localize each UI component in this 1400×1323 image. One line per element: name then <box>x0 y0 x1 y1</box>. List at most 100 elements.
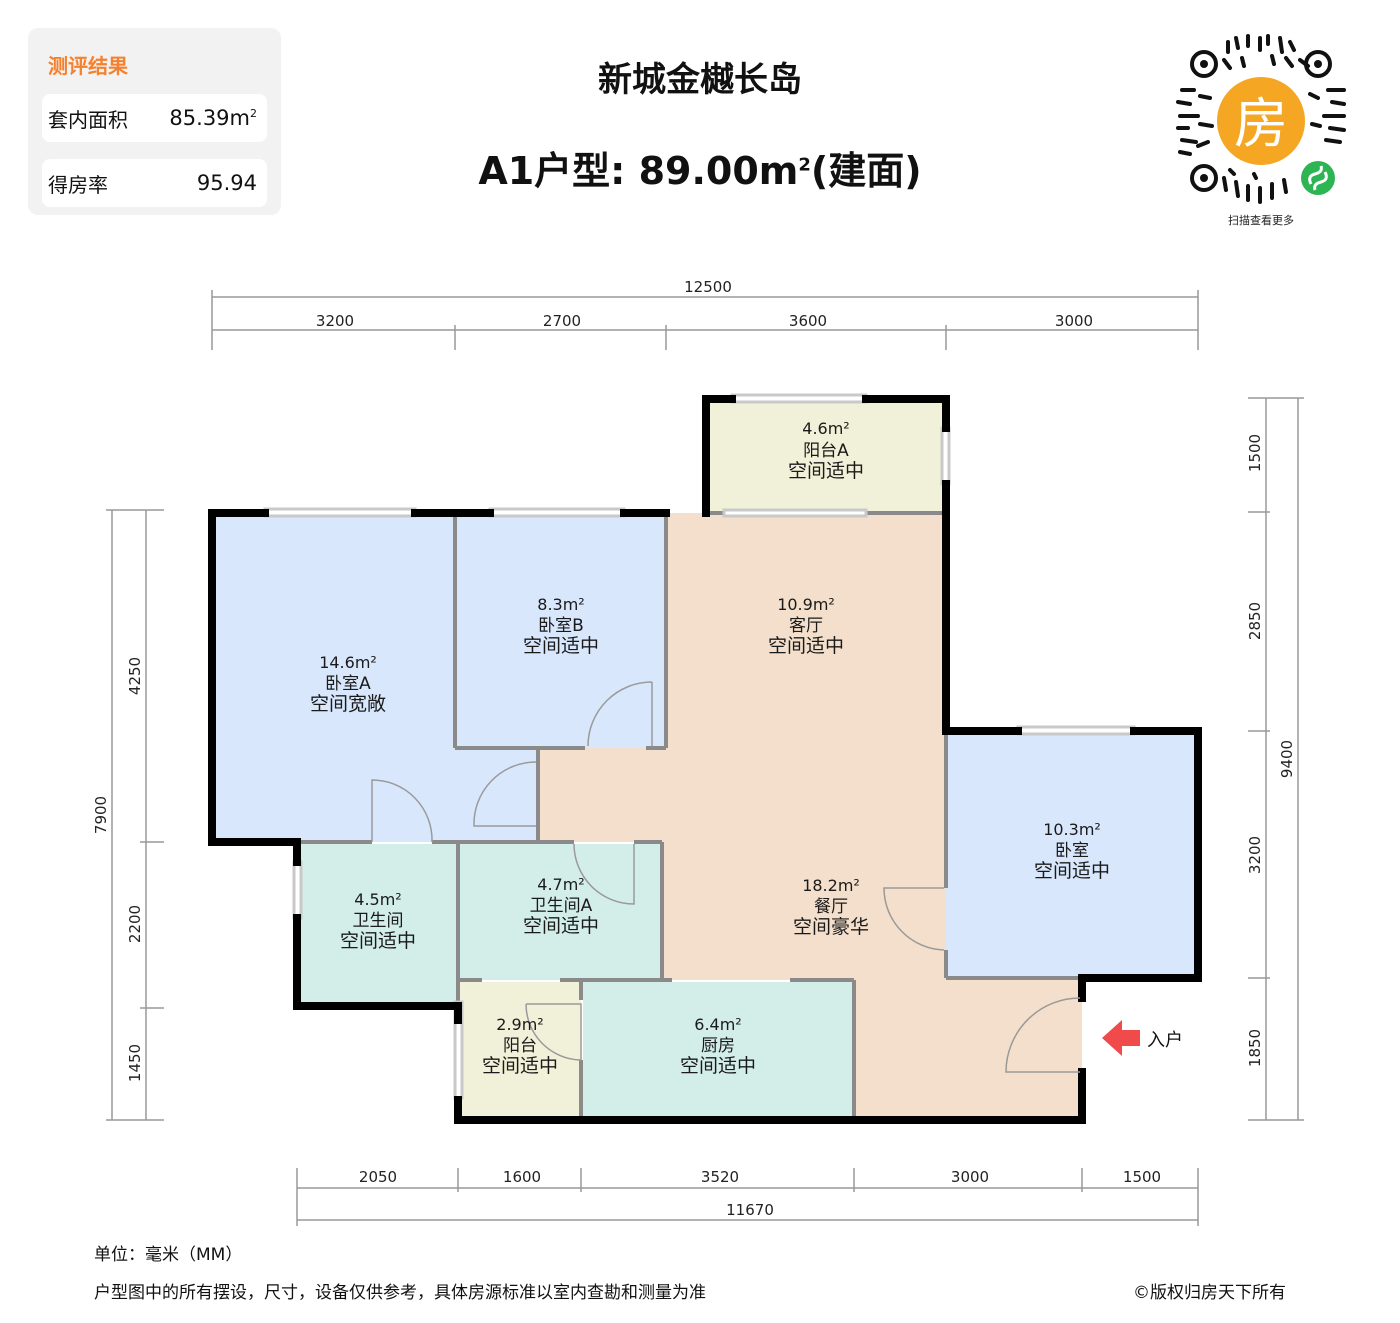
exterior-walls <box>208 395 1202 1124</box>
dim-right-0: 1500 <box>1246 434 1264 472</box>
dim-left-total: 7900 <box>92 796 110 834</box>
dim-right-2: 3200 <box>1246 836 1264 874</box>
label-living-room: 10.9m² 客厅 空间适中 <box>768 595 844 657</box>
door-entry[interactable] <box>1005 997 1081 1073</box>
dim-bottom-total: 11670 <box>726 1201 774 1219</box>
svg-text:空间适中: 空间适中 <box>523 635 599 657</box>
svg-text:空间豪华: 空间豪华 <box>793 916 869 938</box>
label-balcony-a: 4.6m² 阳台A 空间适中 <box>788 419 864 482</box>
label-bathroom-a: 4.7m² 卫生间A 空间适中 <box>523 875 599 937</box>
svg-text:阳台: 阳台 <box>503 1036 537 1056</box>
door-bedroom-b[interactable] <box>587 681 653 747</box>
top-dimensions <box>211 290 1199 350</box>
dim-bottom-4: 1500 <box>1123 1168 1161 1186</box>
dim-bottom-2: 3520 <box>701 1168 739 1186</box>
dim-left-0: 4250 <box>126 657 144 695</box>
svg-text:18.2m²: 18.2m² <box>802 876 860 895</box>
label-dining-room: 18.2m² 餐厅 空间豪华 <box>793 876 869 938</box>
svg-text:空间适中: 空间适中 <box>768 635 844 657</box>
window <box>488 507 626 518</box>
svg-text:8.3m²: 8.3m² <box>537 595 584 614</box>
room-kitchen <box>583 982 854 1118</box>
qr-logo-char: 房 <box>1234 92 1288 155</box>
dim-right-total: 9400 <box>1278 740 1296 778</box>
label-balcony: 2.9m² 阳台 空间适中 <box>482 1015 558 1077</box>
dim-top-total: 12500 <box>684 278 732 296</box>
window <box>292 860 303 920</box>
dim-right-3: 1850 <box>1246 1029 1264 1067</box>
efficiency-rate-label: 得房率 <box>48 172 108 197</box>
svg-text:卧室B: 卧室B <box>538 616 584 636</box>
qr-caption: 扫描查看更多 <box>1228 214 1294 227</box>
dim-top-2: 3600 <box>789 312 827 330</box>
usable-area-label: 套内面积 <box>48 107 128 132</box>
svg-text:空间适中: 空间适中 <box>680 1055 756 1077</box>
bottom-dimensions <box>296 1168 1199 1226</box>
label-bedroom: 10.3m² 卧室 空间适中 <box>1034 820 1110 882</box>
room-balcony-a <box>706 399 946 513</box>
room-bedroom-b <box>457 515 666 748</box>
window <box>940 426 951 486</box>
dim-right-1: 2850 <box>1246 602 1264 640</box>
left-dimensions <box>106 509 164 1121</box>
svg-text:空间适中: 空间适中 <box>340 930 416 952</box>
svg-text:4.7m²: 4.7m² <box>537 875 584 894</box>
mini-program-badge-icon <box>1301 161 1335 195</box>
copyright-note: ©版权归房天下所有 <box>1133 1283 1286 1303</box>
door-balcony[interactable] <box>525 1003 582 1061</box>
door-bedroom[interactable] <box>883 887 945 951</box>
svg-text:客厅: 客厅 <box>789 616 823 636</box>
svg-text:卫生间A: 卫生间A <box>530 896 593 916</box>
dim-bottom-3: 3000 <box>951 1168 989 1186</box>
dim-top-0: 3200 <box>316 312 354 330</box>
dim-left-1: 2200 <box>126 905 144 943</box>
window <box>1016 725 1136 736</box>
svg-text:空间适中: 空间适中 <box>1034 860 1110 882</box>
svg-text:卧室: 卧室 <box>1055 841 1089 861</box>
label-bathroom: 4.5m² 卫生间 空间适中 <box>340 890 416 952</box>
interior-walls <box>297 511 1082 1118</box>
svg-text:空间适中: 空间适中 <box>523 915 599 937</box>
doors <box>371 681 1081 1073</box>
project-title: 新城金樾长岛 <box>598 60 802 100</box>
svg-text:10.3m²: 10.3m² <box>1043 820 1101 839</box>
usable-area-value: 85.39m2 <box>169 106 257 130</box>
evaluation-result-card: 测评结果 套内面积 85.39m2 得房率 95.94 <box>28 28 281 215</box>
dim-top-3: 3000 <box>1055 312 1093 330</box>
dim-bottom-0: 2050 <box>359 1168 397 1186</box>
svg-text:6.4m²: 6.4m² <box>694 1015 741 1034</box>
svg-text:2.9m²: 2.9m² <box>496 1015 543 1034</box>
svg-text:4.6m²: 4.6m² <box>802 419 849 438</box>
door-bedroom-a-hall[interactable] <box>473 761 537 827</box>
svg-text:阳台A: 阳台A <box>803 441 849 461</box>
entry-label: 入户 <box>1147 1030 1183 1051</box>
svg-text:4.5m²: 4.5m² <box>354 890 401 909</box>
door-bedroom-a[interactable] <box>371 779 433 843</box>
label-kitchen: 6.4m² 厨房 空间适中 <box>680 1015 756 1077</box>
window <box>263 507 417 518</box>
label-bedroom-a: 14.6m² 卧室A 空间宽敞 <box>310 653 386 715</box>
unit-note: 单位：毫米（MM） <box>94 1245 243 1265</box>
svg-text:厨房: 厨房 <box>701 1036 735 1056</box>
unit-type-title: A1户型: 89.00m2(建面) <box>478 149 922 193</box>
efficiency-rate-row: 得房率 95.94 <box>42 159 267 207</box>
room-bedroom <box>946 731 1198 978</box>
svg-text:空间适中: 空间适中 <box>788 460 864 482</box>
svg-text:卫生间: 卫生间 <box>353 911 404 931</box>
window <box>730 393 868 404</box>
svg-text:10.9m²: 10.9m² <box>777 595 835 614</box>
qr-code[interactable]: 房 <box>1168 28 1354 214</box>
svg-text:14.6m²: 14.6m² <box>319 653 377 672</box>
svg-text:卧室A: 卧室A <box>325 674 371 694</box>
room-bathroom-a <box>460 844 662 980</box>
qr-logo-center <box>1217 77 1305 165</box>
svg-text:空间适中: 空间适中 <box>482 1055 558 1077</box>
svg-text:空间宽敞: 空间宽敞 <box>310 693 386 715</box>
dim-left-2: 1450 <box>126 1044 144 1082</box>
window <box>722 508 868 518</box>
room-bedroom-a <box>212 513 540 842</box>
label-bedroom-b: 8.3m² 卧室B 空间适中 <box>523 595 599 657</box>
result-card-title: 测评结果 <box>48 54 128 78</box>
door-bathroom-a[interactable] <box>573 843 635 905</box>
